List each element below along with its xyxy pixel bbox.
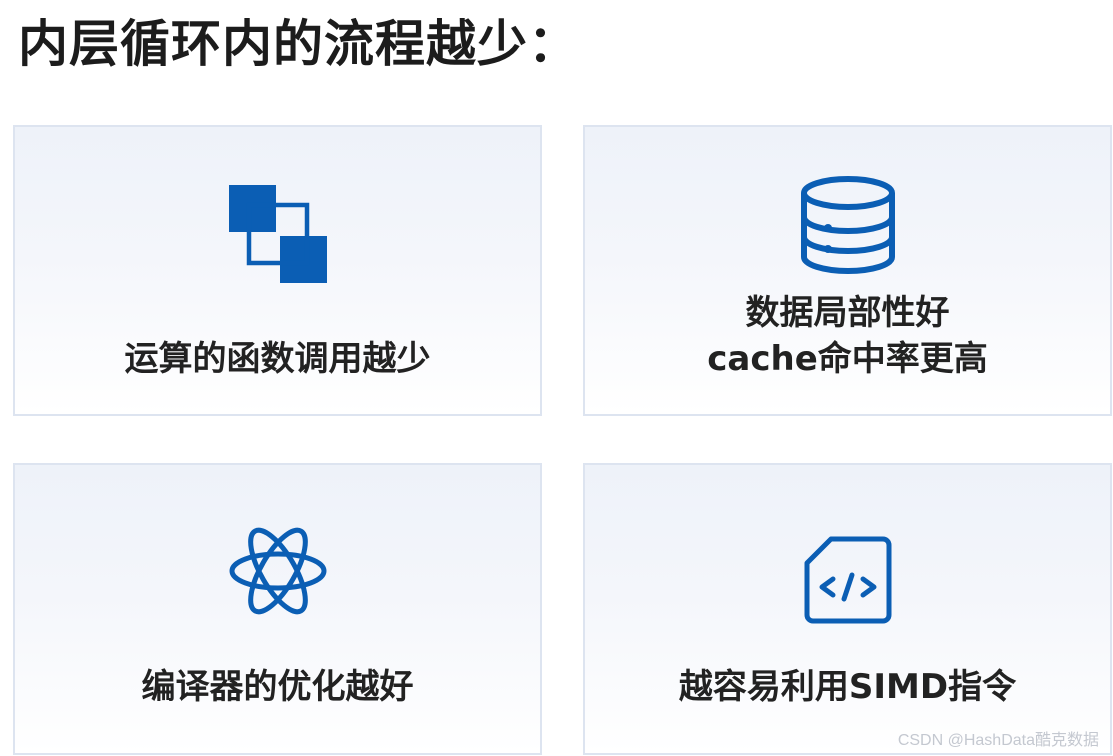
database-icon bbox=[798, 175, 898, 275]
card-label-line-2: cache命中率更高 bbox=[707, 339, 988, 379]
card-function-calls: 运算的函数调用越少 bbox=[13, 125, 542, 416]
atom-icon bbox=[228, 519, 328, 623]
code-file-icon bbox=[803, 535, 893, 625]
watermark: CSDN @HashData酷克数据 bbox=[897, 732, 1099, 749]
card-label: 运算的函数调用越少 bbox=[124, 339, 431, 379]
overlapping-squares-icon bbox=[227, 183, 329, 285]
card-data-locality: 数据局部性好 cache命中率更高 bbox=[583, 125, 1112, 416]
card-simd: 越容易利用SIMD指令 bbox=[583, 463, 1112, 755]
card-label-line-1: 数据局部性好 bbox=[745, 293, 950, 333]
card-label: 越容易利用SIMD指令 bbox=[678, 667, 1017, 707]
card-compiler-optimization: 编译器的优化越好 bbox=[13, 463, 542, 755]
card-label: 编译器的优化越好 bbox=[141, 667, 414, 707]
page-title: 内层循环内的流程越少： bbox=[18, 15, 579, 73]
